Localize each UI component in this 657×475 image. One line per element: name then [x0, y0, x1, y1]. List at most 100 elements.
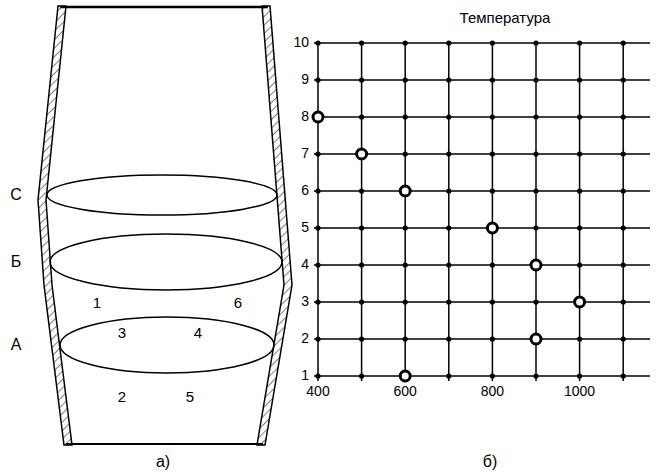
grid-dot: [533, 299, 538, 304]
grid-dot: [403, 336, 408, 341]
grid-dot: [621, 188, 626, 193]
grid-dot: [490, 114, 495, 119]
bottom-edge: [66, 443, 263, 445]
figure-caption: б): [483, 453, 498, 471]
grid-dot: [446, 262, 451, 267]
grid-dot: [621, 299, 626, 304]
grid-line: [314, 375, 650, 377]
grid-line: [314, 338, 650, 340]
grid-dot: [359, 114, 364, 119]
grid-dot: [577, 336, 582, 341]
grid-dot: [446, 373, 451, 378]
axis-tick-label: 1: [301, 368, 309, 383]
axis-tick-label: 4: [301, 257, 309, 272]
figure-caption: а): [156, 453, 170, 471]
grid-dot: [403, 225, 408, 230]
data-point: [357, 149, 367, 159]
callout-number: 6: [234, 295, 242, 312]
grid-dot: [490, 336, 495, 341]
grid-dot: [533, 151, 538, 156]
grid-dot: [490, 151, 495, 156]
grid-dot: [403, 151, 408, 156]
data-point: [531, 260, 541, 270]
axis-tick-label: 10: [293, 35, 309, 50]
grid-dot: [446, 114, 451, 119]
callout-number: 1: [93, 295, 101, 312]
grid-dot: [403, 299, 408, 304]
right-wall: [257, 6, 292, 445]
grid-dot: [577, 373, 582, 378]
grid-dot: [577, 225, 582, 230]
grid-dot: [359, 299, 364, 304]
grid-dot: [315, 151, 320, 156]
grid-dot: [446, 151, 451, 156]
axis-tick-label: 9: [301, 72, 309, 87]
grid-dot: [446, 188, 451, 193]
grid-dot: [359, 77, 364, 82]
grid-dot: [359, 373, 364, 378]
grid-dot: [577, 40, 582, 45]
data-point: [487, 223, 497, 233]
grid-dot: [315, 262, 320, 267]
horizon-letter: Б: [11, 253, 22, 271]
grid-dot: [446, 77, 451, 82]
grid-dot: [490, 188, 495, 193]
grid-line: [317, 43, 319, 381]
grid-line: [361, 43, 363, 381]
grid-line: [404, 43, 406, 381]
grid-dot: [446, 225, 451, 230]
grid-line: [314, 301, 650, 303]
grid-dot: [403, 262, 408, 267]
data-point: [531, 334, 541, 344]
grid-dot: [446, 299, 451, 304]
grid-dot: [403, 40, 408, 45]
grid-dot: [315, 299, 320, 304]
callout-number: 5: [186, 389, 194, 406]
grid-dot: [533, 373, 538, 378]
callout-number: 3: [118, 325, 126, 342]
axis-tick-label: 800: [481, 384, 504, 399]
grid-dot: [490, 373, 495, 378]
grid-dot: [490, 40, 495, 45]
left-wall: [38, 6, 72, 445]
horizon-a: [60, 317, 274, 373]
grid-dot: [315, 188, 320, 193]
grid-line: [448, 43, 450, 381]
grid-line: [492, 43, 494, 381]
grid-dot: [533, 114, 538, 119]
data-point: [400, 371, 410, 381]
grid-dot: [490, 77, 495, 82]
grid-line: [314, 79, 650, 81]
callout-number: 2: [118, 389, 126, 406]
grid-dot: [621, 262, 626, 267]
axis-tick-label: 7: [301, 146, 309, 161]
grid-line: [535, 43, 537, 381]
axis-tick-label: 400: [306, 384, 329, 399]
grid-dot: [533, 188, 538, 193]
axis-tick-label: 6: [301, 183, 309, 198]
callout-number: 4: [194, 325, 202, 342]
horizon-c: [47, 175, 277, 215]
grid-dot: [533, 40, 538, 45]
horizon-b: [50, 234, 282, 290]
grid-dot: [403, 77, 408, 82]
grid-line: [314, 42, 650, 44]
grid-dot: [577, 114, 582, 119]
grid-dot: [577, 262, 582, 267]
horizon-letter: А: [11, 336, 22, 354]
grid-dot: [315, 77, 320, 82]
data-point: [575, 297, 585, 307]
grid-line: [314, 227, 650, 229]
axis-tick-label: 1000: [564, 384, 595, 399]
grid-dot: [315, 225, 320, 230]
grid-dot: [490, 262, 495, 267]
grid-dot: [577, 188, 582, 193]
axis-tick-label: 600: [394, 384, 417, 399]
grid-dot: [403, 114, 408, 119]
grid-dot: [359, 188, 364, 193]
grid-dot: [315, 336, 320, 341]
grid-dot: [577, 77, 582, 82]
grid-dot: [621, 40, 626, 45]
axis-tick-label: 8: [301, 109, 309, 124]
grid-dot: [359, 40, 364, 45]
